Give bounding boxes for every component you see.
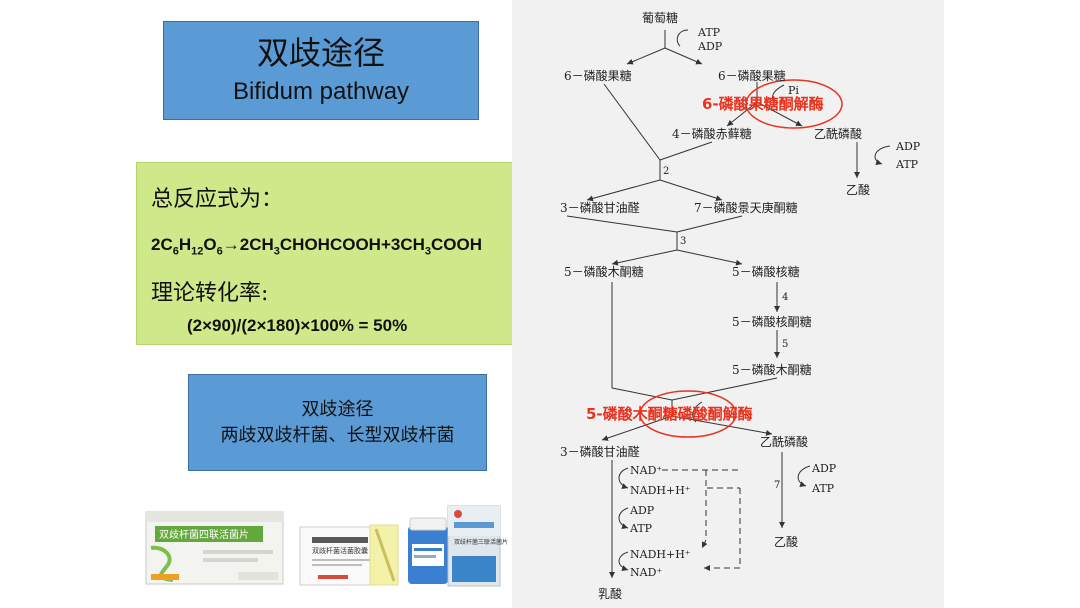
- pi-label: Pi: [788, 84, 799, 97]
- nad-label-2: NAD⁺: [630, 566, 662, 579]
- species-names: 两歧双歧杆菌、长型双歧杆菌: [220, 425, 455, 446]
- g3p-label-2: 3－磷酸甘油醛: [560, 444, 640, 459]
- f6p-right-label: 6－磷酸果糖: [718, 68, 786, 83]
- reaction-formula: 2C6H12O6→2CH3CHOHCOOH+3CH3COOH: [151, 235, 482, 257]
- f6p-left-label: 6－磷酸果糖: [564, 68, 632, 83]
- product-box-2: 双歧杆菌活菌胶囊: [299, 524, 399, 586]
- product-1-label: 双歧杆菌四联活菌片: [159, 528, 249, 541]
- bifidum-pathway-diagram: 葡萄糖 ATP ADP 6－磷酸果糖 6－磷酸果糖 Pi 6-磷酸果糖酮解酶 4…: [560, 10, 921, 601]
- lactate-label: 乳酸: [598, 586, 622, 601]
- xu5p-label-2: 5－磷酸木酮糖: [732, 362, 812, 377]
- enzyme-f6p-phosphoketolase: 6-磷酸果糖酮解酶: [702, 95, 824, 113]
- title-english: Bifidum pathway: [232, 78, 410, 105]
- acetyl-phosphate-label-1: 乙酰磷酸: [814, 126, 862, 141]
- e4p-label: 4－磷酸赤藓糖: [672, 126, 752, 141]
- adp-label-1: ADP: [697, 40, 723, 53]
- acetyl-phosphate-label-2: 乙酰磷酸: [760, 434, 808, 449]
- product-bottles: 双歧杆菌三联活菌片: [408, 505, 508, 587]
- xu5p-label-1: 5－磷酸木酮糖: [564, 264, 644, 279]
- step-2-label: 2: [663, 166, 669, 177]
- total-reaction-label: 总反应式为：: [151, 187, 284, 212]
- s7p-label: 7－磷酸景天庚酮糖: [694, 200, 798, 215]
- adp-label-2: ADP: [895, 140, 921, 153]
- r5p-label: 5－磷酸核糖: [732, 264, 800, 279]
- nadh-label-2: NADH+H⁺: [630, 548, 691, 561]
- enzyme-xu5p-phosphoketolase: 5-磷酸木酮糖磷酸酮解酶: [586, 405, 753, 423]
- product-3-label: 双歧杆菌三联活菌片: [454, 538, 508, 546]
- equation-box: 总反应式为： 2C6H12O6→2CH3CHOHCOOH+3CH3COOH 理论…: [136, 162, 548, 345]
- step-4-label: 4: [782, 292, 788, 303]
- adp-label-3: ADP: [629, 504, 655, 517]
- reaction-formula-text: 2C6H12O6→2CH3CHOHCOOH+3CH3COOH: [151, 235, 483, 258]
- step-3-label: 3: [680, 236, 686, 247]
- title-chinese: 双歧途径: [256, 34, 385, 72]
- product-box-1: 双歧杆菌四联活菌片: [145, 511, 284, 585]
- species-title: 双歧途径: [301, 399, 374, 420]
- adp-label-4: ADP: [811, 462, 837, 475]
- pathway-diagram-background: [512, 0, 944, 608]
- ru5p-label: 5－磷酸核酮糖: [732, 314, 812, 329]
- step-7-label: 7: [774, 480, 780, 491]
- glucose-label: 葡萄糖: [642, 10, 678, 25]
- acetate-label-2: 乙酸: [774, 534, 798, 549]
- acetate-label-1: 乙酸: [846, 182, 870, 197]
- atp-label-4: ATP: [811, 482, 835, 495]
- species-box: 双歧途径 两歧双歧杆菌、长型双歧杆菌: [188, 374, 487, 471]
- atp-label-2: ATP: [895, 158, 919, 171]
- step-5-label: 5: [782, 339, 788, 350]
- conversion-rate-label: 理论转化率:: [151, 281, 269, 306]
- title-box: 双歧途径 Bifidum pathway: [163, 21, 479, 120]
- nad-label-1: NAD⁺: [630, 464, 662, 477]
- atp-label-3: ATP: [629, 522, 653, 535]
- atp-label-1: ATP: [697, 26, 721, 39]
- nadh-label-1: NADH+H⁺: [630, 484, 691, 497]
- g3p-label-1: 3－磷酸甘油醛: [560, 200, 640, 215]
- conversion-rate-value: (2×90)/(2×180)×100% = 50%: [187, 316, 408, 335]
- product-2-label: 双歧杆菌活菌胶囊: [312, 546, 368, 555]
